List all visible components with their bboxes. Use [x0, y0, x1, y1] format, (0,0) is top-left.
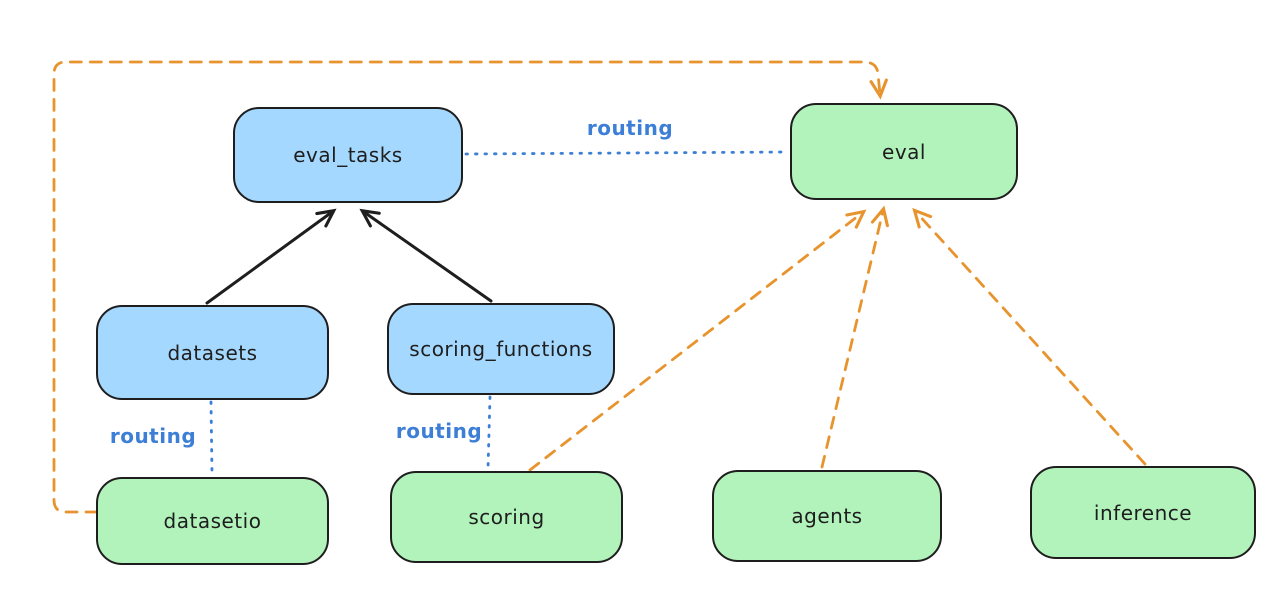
- node-scoring-functions: scoring_functions: [387, 303, 615, 395]
- node-inference: inference: [1030, 466, 1256, 559]
- node-agents: agents: [712, 470, 942, 562]
- node-eval-label: eval: [882, 139, 926, 164]
- node-scoring-label: scoring: [468, 505, 545, 529]
- routing-label-datasets-datasetio: routing: [109, 424, 197, 448]
- routing-label-eval-tasks-eval: routing: [586, 116, 674, 140]
- node-datasetio-label: datasetio: [163, 509, 262, 533]
- edge-eval-tasks-to-eval: [464, 150, 790, 156]
- node-eval: eval: [790, 103, 1018, 200]
- node-datasets: datasets: [96, 305, 329, 400]
- edge-scoring-to-eval: [528, 213, 862, 472]
- node-eval-tasks-label: eval_tasks: [293, 143, 403, 167]
- edge-datasetio-to-eval: [52, 60, 880, 514]
- edge-datasets-to-eval-tasks: [205, 212, 332, 305]
- node-scoring: scoring: [390, 471, 623, 563]
- edge-datasets-to-datasetio: [209, 400, 214, 476]
- routing-label-scoring-functions-scoring: routing: [395, 419, 483, 443]
- node-inference-label: inference: [1093, 500, 1193, 525]
- edge-inference-to-eval: [916, 212, 1147, 466]
- node-datasets-label: datasets: [167, 340, 258, 365]
- node-datasetio: datasetio: [96, 477, 329, 565]
- edge-agents-to-eval: [820, 211, 883, 469]
- node-agents-label: agents: [791, 504, 863, 528]
- node-scoring-functions-label: scoring_functions: [409, 337, 593, 361]
- edge-scoring-functions-to-scoring: [486, 395, 492, 471]
- edge-scoring-functions-to-eval-tasks: [364, 212, 493, 303]
- node-eval-tasks: eval_tasks: [233, 107, 463, 203]
